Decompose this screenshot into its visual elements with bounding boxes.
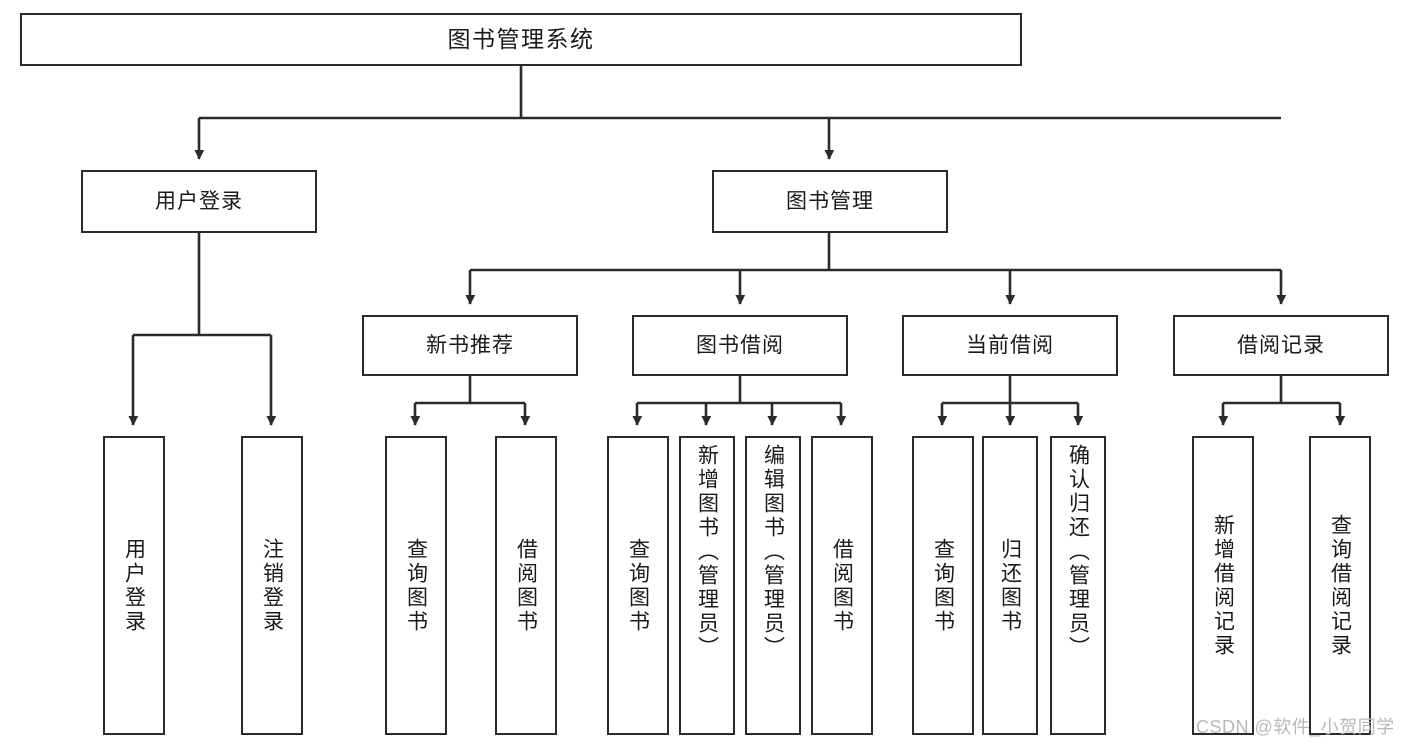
- node-root-system[interactable]: 图书管理系统: [20, 13, 1022, 66]
- node-label: 新书推荐: [426, 333, 514, 357]
- node-label: 注销登录: [260, 537, 284, 634]
- node-book-borrow[interactable]: 图书借阅: [632, 315, 848, 376]
- leaf-query-book-borrow[interactable]: 查询图书: [607, 436, 669, 735]
- node-label: 查询图书: [931, 537, 955, 634]
- node-label: 新增借阅记录: [1211, 513, 1235, 658]
- leaf-add-borrow-record[interactable]: 新增借阅记录: [1192, 436, 1254, 735]
- node-borrow-record[interactable]: 借阅记录: [1173, 315, 1389, 376]
- node-user-login[interactable]: 用户登录: [81, 170, 317, 233]
- leaf-query-book-recommend[interactable]: 查询图书: [385, 436, 447, 735]
- leaf-borrow-book-recommend[interactable]: 借阅图书: [495, 436, 557, 735]
- node-label: 查询图书: [626, 537, 650, 634]
- node-label: 新增图书（管理员）: [695, 444, 719, 660]
- leaf-borrow-book[interactable]: 借阅图书: [811, 436, 873, 735]
- leaf-return-book[interactable]: 归还图书: [982, 436, 1038, 735]
- node-book-management[interactable]: 图书管理: [712, 170, 948, 233]
- node-label: 借阅图书: [514, 537, 538, 634]
- leaf-query-borrow-record[interactable]: 查询借阅记录: [1309, 436, 1371, 735]
- node-label: 借阅图书: [830, 537, 854, 634]
- node-label: 图书管理: [786, 189, 874, 213]
- leaf-user-login[interactable]: 用户登录: [103, 436, 165, 735]
- node-label: 用户登录: [122, 537, 146, 634]
- node-label: 用户登录: [155, 189, 243, 213]
- leaf-query-book-current[interactable]: 查询图书: [912, 436, 974, 735]
- node-label: 编辑图书（管理员）: [761, 444, 785, 660]
- node-label: 归还图书: [998, 537, 1022, 634]
- node-label: 图书管理系统: [447, 25, 595, 52]
- node-new-book-recommend[interactable]: 新书推荐: [362, 315, 578, 376]
- node-label: 查询借阅记录: [1328, 513, 1352, 658]
- node-current-borrow[interactable]: 当前借阅: [902, 315, 1118, 376]
- leaf-user-logout[interactable]: 注销登录: [241, 436, 303, 735]
- node-label: 确认归还（管理员）: [1066, 444, 1090, 660]
- leaf-add-book-admin[interactable]: 新增图书（管理员）: [679, 436, 735, 735]
- watermark-text: CSDN @软件_小贺同学: [1196, 717, 1395, 737]
- node-label: 查询图书: [404, 537, 428, 634]
- node-label: 当前借阅: [966, 333, 1054, 357]
- leaf-confirm-return-admin[interactable]: 确认归还（管理员）: [1050, 436, 1106, 735]
- node-label: 图书借阅: [696, 333, 784, 357]
- node-label: 借阅记录: [1237, 333, 1325, 357]
- leaf-edit-book-admin[interactable]: 编辑图书（管理员）: [745, 436, 801, 735]
